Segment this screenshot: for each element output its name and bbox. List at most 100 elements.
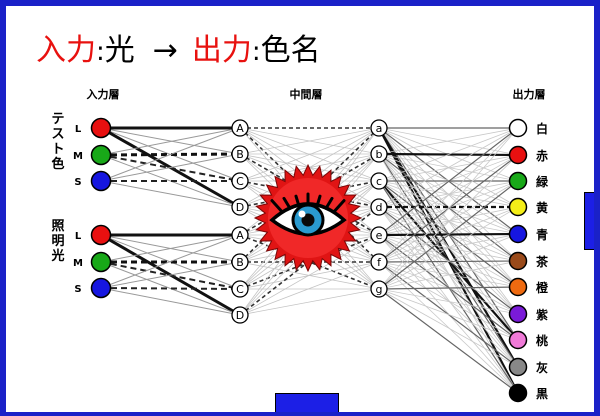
input-node (90, 224, 112, 246)
connection-line (378, 127, 519, 290)
output-node (508, 277, 528, 297)
hidden1-node (231, 306, 249, 324)
connection-line (378, 288, 519, 341)
connection-line (100, 261, 241, 316)
input-node-label: S (74, 284, 81, 295)
connection-line (378, 286, 519, 290)
connection-line (378, 180, 519, 315)
title-colon: : (96, 37, 105, 67)
output-node (508, 251, 528, 271)
hidden1-node-label: C (236, 283, 244, 296)
connection-line (378, 288, 519, 315)
output-node (508, 171, 528, 191)
hidden1-node-label: B (236, 148, 244, 161)
connection-line (100, 180, 241, 208)
group-label-char: 照 (51, 219, 64, 234)
connection-line (378, 206, 519, 341)
connection-line (378, 180, 519, 208)
connection-line (239, 234, 380, 316)
input-layer-header: 入力層 (87, 87, 120, 101)
title-arrow: → (152, 33, 178, 68)
connection-line (100, 154, 241, 208)
group-label-char: 色 (51, 156, 64, 172)
group-label-char: ス (51, 127, 64, 142)
title-output-value: 色名 (260, 33, 321, 68)
connection-line (378, 261, 519, 288)
output-node (508, 330, 528, 350)
hidden2-node-label: a (376, 122, 383, 135)
connection-line (378, 260, 519, 290)
slide-title: 入力:光→出力:色名 (36, 36, 321, 66)
hidden2-node (370, 253, 388, 271)
hidden2-node (370, 145, 388, 163)
connection-line (239, 261, 380, 316)
connection-line (378, 206, 519, 315)
hidden1-node (231, 172, 249, 190)
output-node (508, 197, 528, 217)
output-node (508, 145, 528, 165)
group-label-char: テ (51, 112, 64, 127)
connection-line (239, 288, 380, 316)
hidden1-node-label: A (236, 122, 244, 135)
output-node-label: 青 (536, 227, 548, 242)
connection-line (378, 154, 519, 182)
input-node-label: L (75, 231, 82, 242)
input-node-label: M (73, 151, 83, 162)
hidden1-node (231, 145, 249, 163)
connection-line (100, 153, 241, 182)
connection-line (378, 261, 519, 394)
hidden2-node (370, 172, 388, 190)
hidden2-node-label: f (377, 256, 382, 269)
connection-line (378, 127, 519, 155)
input-node-label: M (73, 258, 83, 269)
connection-line (378, 206, 519, 290)
connection-line (378, 206, 519, 288)
output-node (508, 118, 528, 138)
eye-icon (269, 192, 347, 237)
hidden2-node (370, 226, 388, 244)
input-node-label: S (74, 177, 81, 188)
connection-line (378, 206, 519, 236)
hidden1-node (231, 253, 249, 271)
connection-line (100, 127, 241, 182)
input-node (90, 277, 112, 299)
connection-line (378, 233, 519, 290)
output-node-label: 白 (536, 121, 548, 136)
input-node (90, 117, 112, 139)
connection-line (100, 152, 241, 157)
input-node (90, 144, 112, 166)
hidden1-node-label: D (236, 309, 244, 322)
connection-line (378, 127, 519, 236)
hidden1-node (231, 226, 249, 244)
title-input-word: 入力 (36, 33, 96, 68)
connection-line (100, 234, 241, 263)
hidden2-node (370, 119, 388, 137)
hidden1-node-label: C (236, 175, 244, 188)
hidden1-node-label: B (236, 256, 244, 269)
input-node (90, 170, 112, 192)
connection-line (239, 234, 380, 290)
group-label-char: 明 (51, 234, 64, 249)
connection-line (378, 154, 519, 290)
title-output-word: 出力 (191, 33, 252, 68)
output-node-label: 赤 (536, 148, 548, 163)
output-node-label: 桃 (536, 333, 548, 348)
hidden1-node (231, 119, 249, 137)
hidden2-node-label: c (376, 175, 382, 188)
output-node-label: 紫 (536, 307, 548, 322)
connection-line (378, 127, 519, 263)
output-node (508, 383, 528, 403)
hidden1-node-label: A (236, 229, 244, 242)
connection-lines (100, 126, 519, 394)
connection-line (378, 206, 519, 235)
connection-line (378, 127, 519, 208)
hidden2-node (370, 198, 388, 216)
connection-line (100, 234, 241, 289)
output-node-label: 黄 (536, 200, 548, 215)
output-node (508, 357, 528, 377)
input-node (90, 251, 112, 273)
connection-line (100, 287, 241, 316)
hidden2-node-label: b (376, 148, 383, 161)
